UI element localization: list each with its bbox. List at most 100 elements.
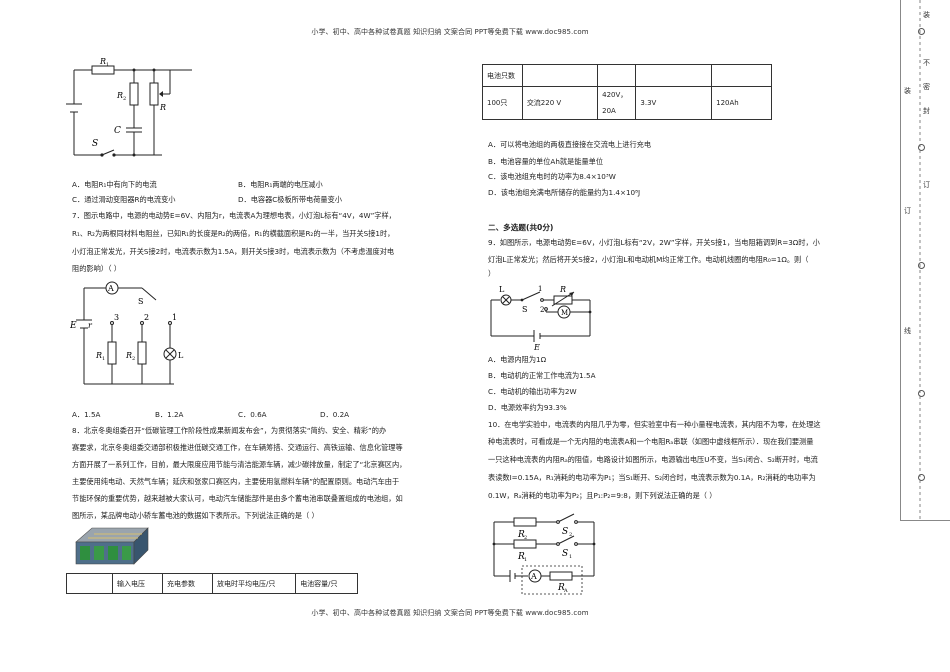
q9-option-c[interactable]: C．电动机的输出功率为2W xyxy=(488,387,577,396)
q9-label-1: 1 xyxy=(538,285,542,293)
q7-label-ammeter: A xyxy=(107,284,114,293)
q8-option-a[interactable]: A．可以将电池组的两极直接接在交流电上进行充电 xyxy=(488,140,652,149)
q8-line-4: 主要使用纯电动、天然气车辆；延庆和张家口赛区内，主要使用氢燃料车辆”的配置原则。… xyxy=(72,477,400,486)
q6-option-b[interactable]: B．电阻R₁两端的电压减小 xyxy=(238,180,323,189)
binding-margin-sidebar: 装 不 密 装 封 订 订 线 xyxy=(900,0,950,521)
q8-line-2: 赛要求，北京冬奥组委交通部积极推进低碳交通工作，在车辆筹措、交通运行、高铁运输、… xyxy=(72,443,403,452)
q6-label-r: R xyxy=(159,103,166,112)
page-footer: 小学、初中、高中各种试卷真题 知识归纳 文案合同 PPT等免费下载 www.do… xyxy=(311,609,589,617)
svg-text:A: A xyxy=(563,588,568,594)
q7-label-r1: R xyxy=(95,351,102,360)
q8-th-charge-params: 充电参数 xyxy=(161,573,214,594)
q7-circuit-diagram: A S E r 3 2 1 R 1 R 2 L xyxy=(70,281,184,385)
q8-td-charge-voltage: 420V， xyxy=(602,91,628,99)
section-multi-choice-title: 二、多选题(共0分) xyxy=(488,223,554,232)
q8-td-battery-count: 100只 xyxy=(482,86,523,120)
q10-line-4: 表读数I=0.15A，R₁消耗的电功率为P₁；当S₁断开、S₂闭合时，电流表示数… xyxy=(488,473,816,482)
q8-line-1: 8．北京冬奥组委召开“低碳管理工作阶段性成果新闻发布会”，为贯彻落实“简约、安全… xyxy=(72,426,387,435)
svg-text:2: 2 xyxy=(132,356,135,362)
q7-option-d[interactable]: D．0.2A xyxy=(320,410,350,419)
q7-label-3: 3 xyxy=(114,313,119,322)
q9-option-a[interactable]: A．电源内阻为1Ω xyxy=(488,355,547,364)
q10-line-5: 0.1W，Rₐ消耗的电功率为P₂；且P₁:P₂=9:8，则下列说法正确的是（ ） xyxy=(488,491,717,500)
q6-label-c: C xyxy=(114,126,121,136)
svg-text:1: 1 xyxy=(569,554,572,560)
q8-line-6: 图所示，某品牌电动小轿车蓄电池的数据如下表所示。下列说法正确的是（ ） xyxy=(72,511,319,520)
q10-label-s1: S xyxy=(562,549,568,559)
q7-line-4: 阻的影响）（ ） xyxy=(72,264,121,273)
sidebar-label-7: 订 xyxy=(904,207,911,215)
q6-label-r2: R xyxy=(116,91,123,100)
q8-td-input-voltage: 交流220 V xyxy=(521,86,599,120)
q9-line-3: ） xyxy=(488,269,496,278)
q6-label-r1: R xyxy=(99,58,106,66)
q9-label-2: 2 xyxy=(540,306,544,314)
q8-line-5: 节能环保的重要优势，越来越被大家认可，电动汽车储能部件是由多个蓄电池串联叠置组成… xyxy=(72,494,403,503)
q9-option-d[interactable]: D．电源效率约为93.3% xyxy=(488,403,567,412)
q9-circuit-diagram: L S 1 2 R M E xyxy=(490,285,592,352)
q7-option-c[interactable]: C．0.6A xyxy=(238,410,267,419)
q8-option-b[interactable]: B．电池容量的单位Ah就是能量单位 xyxy=(488,157,604,166)
q10-circuit-diagram: R 2 R 1 S 2 S 1 A R A xyxy=(492,513,596,595)
q7-label-e: E xyxy=(70,321,77,331)
q7-option-a[interactable]: A．1.5A xyxy=(72,410,101,419)
q6-label-s: S xyxy=(92,139,98,149)
q7-label-s: S xyxy=(138,297,143,306)
q9-option-b[interactable]: B．电动机的正常工作电流为1.5A xyxy=(488,371,596,380)
binding-hole xyxy=(918,390,925,397)
svg-text:2: 2 xyxy=(569,532,572,538)
q8-th-input-voltage: 输入电压 xyxy=(111,573,163,594)
svg-text:1: 1 xyxy=(106,62,109,68)
sidebar-label-4: 装 xyxy=(904,87,911,95)
q10-label-ra: R xyxy=(557,583,565,593)
sidebar-label-1: 装 xyxy=(923,11,930,19)
battery-pack-image xyxy=(75,527,149,565)
q7-line-1: 7．图示电路中，电源的电动势E=6V、内阻为r，电流表A为理想电表，小灯泡L标有… xyxy=(72,211,396,220)
q6-option-d[interactable]: D．电容器C极板所带电荷量变小 xyxy=(238,195,342,204)
q10-label-ammeter: A xyxy=(530,572,537,581)
svg-text:2: 2 xyxy=(123,96,126,102)
q9-label-l: L xyxy=(499,285,505,294)
svg-text:1: 1 xyxy=(524,557,527,563)
q8-td-charge-current: 20A xyxy=(602,107,616,115)
q9-label-e: E xyxy=(533,343,540,352)
binding-hole xyxy=(918,28,925,35)
q6-option-a[interactable]: A．电阻R₁中有向下的电流 xyxy=(72,180,157,189)
q7-option-b[interactable]: B．1.2A xyxy=(155,410,184,419)
q7-label-2: 2 xyxy=(144,313,149,322)
q6-circuit-diagram: R 1 R 2 R C S xyxy=(66,58,192,157)
sidebar-label-5: 封 xyxy=(923,107,930,115)
q8-th-capacity: 电池容量/只 xyxy=(295,573,358,594)
sidebar-label-3: 密 xyxy=(923,83,930,91)
q6-option-c[interactable]: C．通过滑动变阻器R的电流变小 xyxy=(72,195,176,204)
q8-table-continued: 电池只数 100只 交流220 V 420V， 20A 3.3V 120Ah xyxy=(482,64,772,120)
q10-line-1: 10．在电学实验中，电流表的内阻几乎为零，但实验室中有一种小量程电流表，其内阻不… xyxy=(488,420,821,429)
q10-line-3: 一只这种电流表的内阻Rₐ的阻值，电路设计如图所示，电源输出电压U不变，当S₁闭合… xyxy=(488,455,818,464)
sidebar-label-8: 线 xyxy=(904,327,911,335)
q8-td-capacity: 120Ah xyxy=(711,86,772,120)
q8-td-discharge-voltage: 3.3V xyxy=(635,86,713,120)
q7-label-r2: R xyxy=(125,351,132,360)
q10-line-2: 种电流表时，可看成是一个无内阻的电流表A和一个电阻Rₐ串联（如图中虚线框所示）．… xyxy=(488,437,814,446)
q9-label-m: M xyxy=(561,309,568,317)
sidebar-dashed-line xyxy=(919,0,921,520)
q9-line-2: 灯泡L正常发光；然后将开关S接2，小灯泡L和电动机M均正常工作。电动机线圈的电阻… xyxy=(488,255,809,264)
q7-label-r: r xyxy=(88,321,93,330)
binding-hole xyxy=(918,262,925,269)
q7-label-l: L xyxy=(178,351,184,360)
q8-line-3: 方面开展了一系列工作，目前，最大限度应用节能与清洁能源车辆，减少碳排放量，制定了… xyxy=(72,460,407,469)
q8-table-header: 输入电压 充电参数 放电时平均电压/只 电池容量/只 xyxy=(66,573,358,594)
q10-label-r1: R xyxy=(517,552,525,562)
q8-td-battery-count-label: 电池只数 xyxy=(482,64,523,87)
q8-option-d[interactable]: D．该电池组充满电所储存的能量约为1.4×10⁸J xyxy=(488,188,641,197)
q10-label-r2: R xyxy=(517,530,525,540)
q9-label-s: S xyxy=(522,305,527,314)
page-header: 小学、初中、高中各种试卷真题 知识归纳 文案合同 PPT等免费下载 www.do… xyxy=(311,28,589,36)
q8-option-c[interactable]: C．该电池组充电时的功率为8.4×10³W xyxy=(488,172,616,181)
q8-th-discharge-voltage: 放电时平均电压/只 xyxy=(212,573,297,594)
q7-line-2: R₁、R₂为两根同材料电阻丝，已知R₁的长度是R₂的两倍，R₁的横截面积是R₂的… xyxy=(72,229,395,238)
sidebar-label-2: 不 xyxy=(923,59,930,67)
q7-line-3: 小灯泡正常发光，开关S接2时，电流表示数为1.5A，则开关S接3时，电流表示数为… xyxy=(72,247,395,256)
svg-text:1: 1 xyxy=(102,356,105,362)
q10-label-s2: S xyxy=(562,527,568,537)
